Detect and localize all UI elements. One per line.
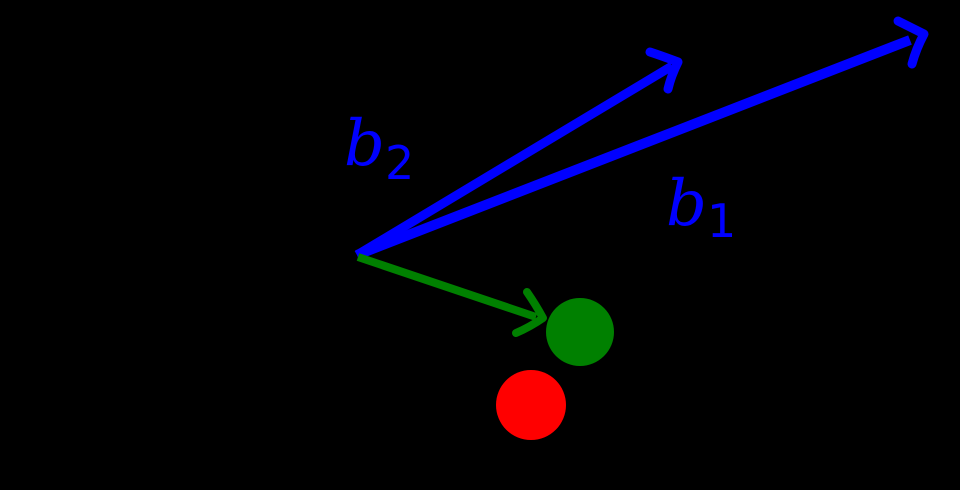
green-vector-shaft — [356, 253, 538, 321]
green-point — [546, 298, 614, 366]
label-b2-subscript: 2 — [385, 136, 414, 190]
green-vector — [356, 253, 547, 337]
vector-b1 — [355, 16, 929, 260]
red-point — [496, 370, 566, 440]
label-b1-base: b — [666, 167, 707, 241]
vector-b1-shaft — [355, 35, 912, 260]
vector-b2-arrowhead-icon — [645, 47, 683, 94]
vector-b2 — [354, 47, 683, 259]
vector-b1-arrowhead-icon — [893, 16, 929, 69]
green-vector-arrowhead-icon — [512, 288, 547, 337]
label-b2: b2 — [344, 107, 414, 190]
label-b1-subscript: 1 — [707, 194, 736, 248]
label-b1: b1 — [666, 167, 736, 248]
label-b2-base: b — [344, 107, 385, 181]
vector-b2-shaft — [354, 62, 675, 259]
